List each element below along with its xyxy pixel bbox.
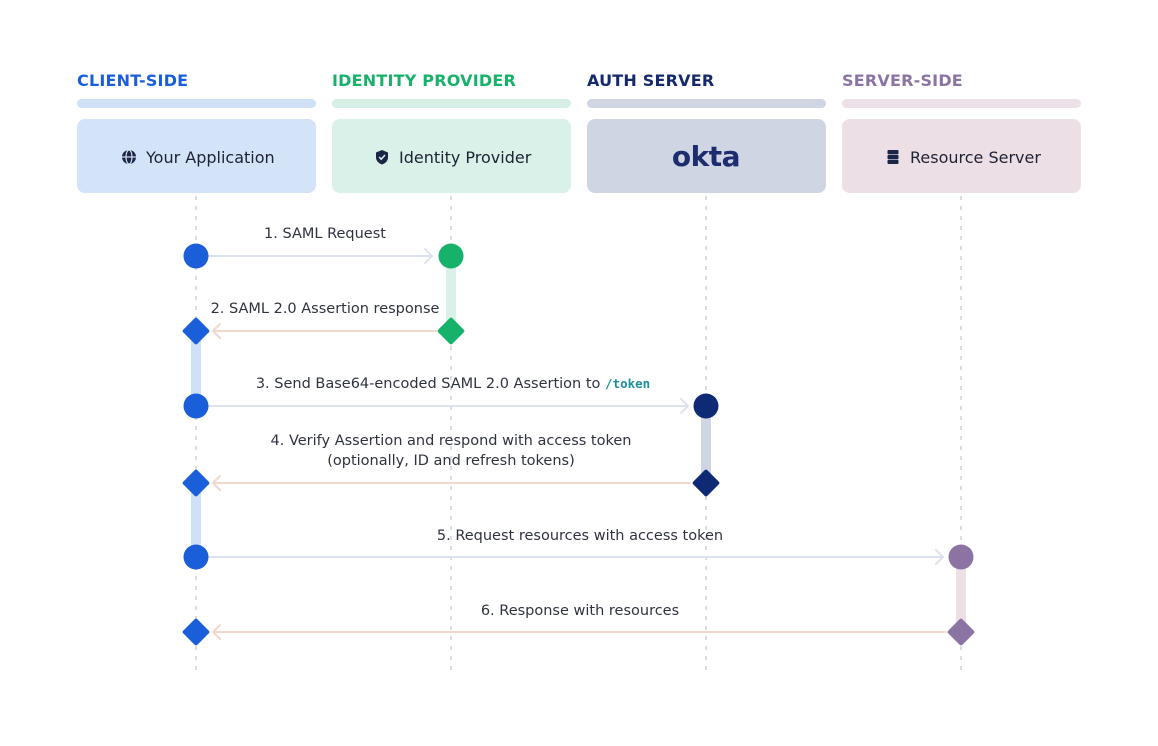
activation-bars — [191, 256, 966, 632]
node-auth-response-4 — [692, 469, 720, 497]
node-client-request-3 — [183, 393, 209, 419]
server-icon — [887, 150, 899, 164]
message-label-4-line1: 4. Verify Assertion and respond with acc… — [271, 433, 632, 449]
lane-box-auth-server[interactable] — [587, 119, 826, 193]
arrow-6 — [212, 624, 947, 640]
message-arrows — [207, 248, 947, 640]
node-auth-receive-3 — [693, 393, 719, 419]
node-server-response-6 — [947, 618, 975, 646]
lane-box-identity-provider[interactable] — [332, 119, 571, 193]
activation-client-1 — [191, 331, 201, 406]
box-label-client: Your Application — [145, 148, 275, 167]
node-client-request-5 — [183, 544, 209, 570]
lane-bar-client — [77, 99, 316, 108]
lane-identity-provider: IDENTITY PROVIDER Identity Provider — [332, 71, 571, 193]
node-client-receive-6 — [182, 618, 210, 646]
lane-box-server-side[interactable] — [842, 119, 1081, 193]
globe-icon — [122, 149, 136, 165]
lane-bar-server-side — [842, 99, 1081, 108]
message-label-3: 3. Send Base64-encoded SAML 2.0 Assertio… — [256, 376, 650, 392]
arrow-3 — [207, 398, 689, 414]
lane-server-side: SERVER-SIDE Resource Server — [842, 71, 1081, 193]
shield-icon — [376, 150, 388, 165]
arrow-4 — [212, 475, 691, 491]
message-label-4-line2: (optionally, ID and refresh tokens) — [327, 453, 575, 469]
lane-bar-auth-server — [587, 99, 826, 108]
lane-title-client: CLIENT-SIDE — [77, 71, 188, 90]
node-client-receive-2 — [182, 317, 210, 345]
arrow-1 — [207, 248, 433, 264]
lane-client: CLIENT-SIDE Your Application — [77, 71, 316, 193]
lane-title-auth-server: AUTH SERVER — [587, 71, 714, 90]
message-label-3-text: 3. Send Base64-encoded SAML 2.0 Assertio… — [256, 376, 605, 392]
message-label-2: 2. SAML 2.0 Assertion response — [211, 301, 440, 317]
node-client-receive-4 — [182, 469, 210, 497]
endpoints — [182, 243, 975, 646]
lane-auth-server: AUTH SERVER okta — [587, 71, 826, 193]
node-idp-response-2 — [437, 317, 465, 345]
arrow-5 — [207, 549, 944, 565]
arrow-2 — [212, 323, 437, 339]
box-label-identity-provider: Identity Provider — [399, 148, 532, 167]
box-label-server-side: Resource Server — [910, 148, 1041, 167]
node-server-receive-5 — [948, 544, 974, 570]
lane-box-client[interactable] — [77, 119, 316, 193]
message-labels: 1. SAML Request 2. SAML 2.0 Assertion re… — [211, 226, 724, 619]
node-client-request-1 — [183, 243, 209, 269]
activation-server-side — [956, 557, 966, 632]
lane-title-identity-provider: IDENTITY PROVIDER — [332, 71, 516, 90]
activation-client-2 — [191, 483, 201, 557]
activation-identity-provider — [446, 256, 456, 331]
message-label-3-code: /token — [605, 376, 650, 391]
activation-auth-server — [701, 406, 711, 483]
lane-bar-identity-provider — [332, 99, 571, 108]
message-label-1: 1. SAML Request — [264, 226, 386, 242]
lane-title-server-side: SERVER-SIDE — [842, 71, 963, 90]
okta-logo: okta — [672, 140, 740, 173]
message-label-6: 6. Response with resources — [481, 603, 679, 619]
message-label-5: 5. Request resources with access token — [437, 528, 723, 544]
node-idp-receive-1 — [438, 243, 464, 269]
